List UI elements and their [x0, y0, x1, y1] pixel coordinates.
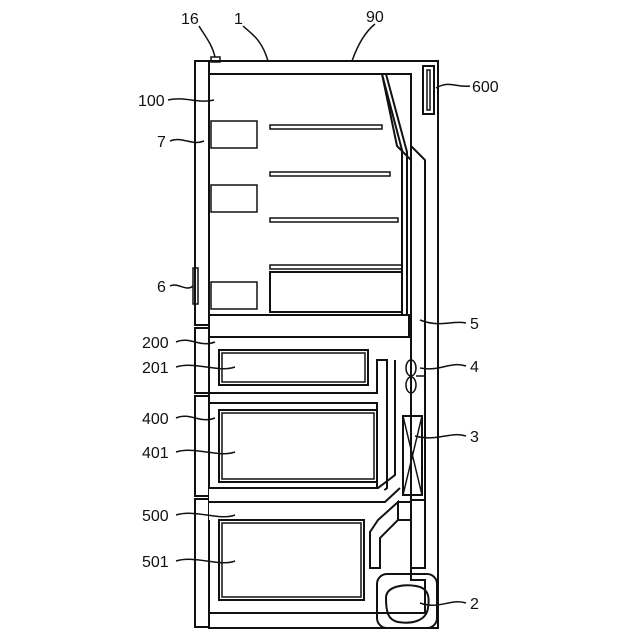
door-200 [195, 328, 209, 393]
shelf-4 [270, 265, 402, 269]
label-4: 4 [470, 359, 479, 376]
chilled-case [270, 272, 402, 312]
label-500: 500 [142, 508, 169, 525]
label-6: 6 [157, 279, 166, 296]
label-7: 7 [157, 134, 166, 151]
door-pocket-2 [211, 185, 257, 212]
shelf-3 [270, 218, 398, 222]
label-5: 5 [470, 316, 479, 333]
label-401: 401 [142, 445, 169, 462]
label-501: 501 [142, 554, 169, 571]
door-hinge [211, 57, 220, 62]
refrigerator-compartment [193, 121, 402, 312]
partition-vegetable [209, 488, 398, 520]
door-pocket-3 [211, 282, 257, 309]
shelf-2 [270, 172, 390, 176]
door-400 [195, 396, 209, 496]
freezer-container [219, 410, 377, 482]
partition-refrigerator [209, 315, 409, 337]
label-1: 1 [234, 11, 243, 28]
label-2: 2 [470, 596, 479, 613]
label-201: 201 [142, 360, 169, 377]
ice-container [219, 350, 368, 385]
label-16: 16 [181, 11, 199, 28]
label-100: 100 [138, 93, 165, 110]
label-200: 200 [142, 335, 169, 352]
shelf-1 [270, 125, 382, 129]
fan [406, 360, 425, 393]
compressor [377, 574, 437, 628]
label-400: 400 [142, 411, 169, 428]
cabinet-body [195, 57, 438, 628]
control-box [423, 66, 434, 114]
door-pocket-1 [211, 121, 257, 148]
label-600: 600 [472, 79, 499, 96]
evaporator [403, 416, 422, 495]
label-90: 90 [366, 9, 384, 26]
outer-insulation-wall [209, 61, 438, 628]
door-500 [195, 499, 209, 627]
vegetable-container [219, 520, 364, 600]
label-3: 3 [470, 429, 479, 446]
